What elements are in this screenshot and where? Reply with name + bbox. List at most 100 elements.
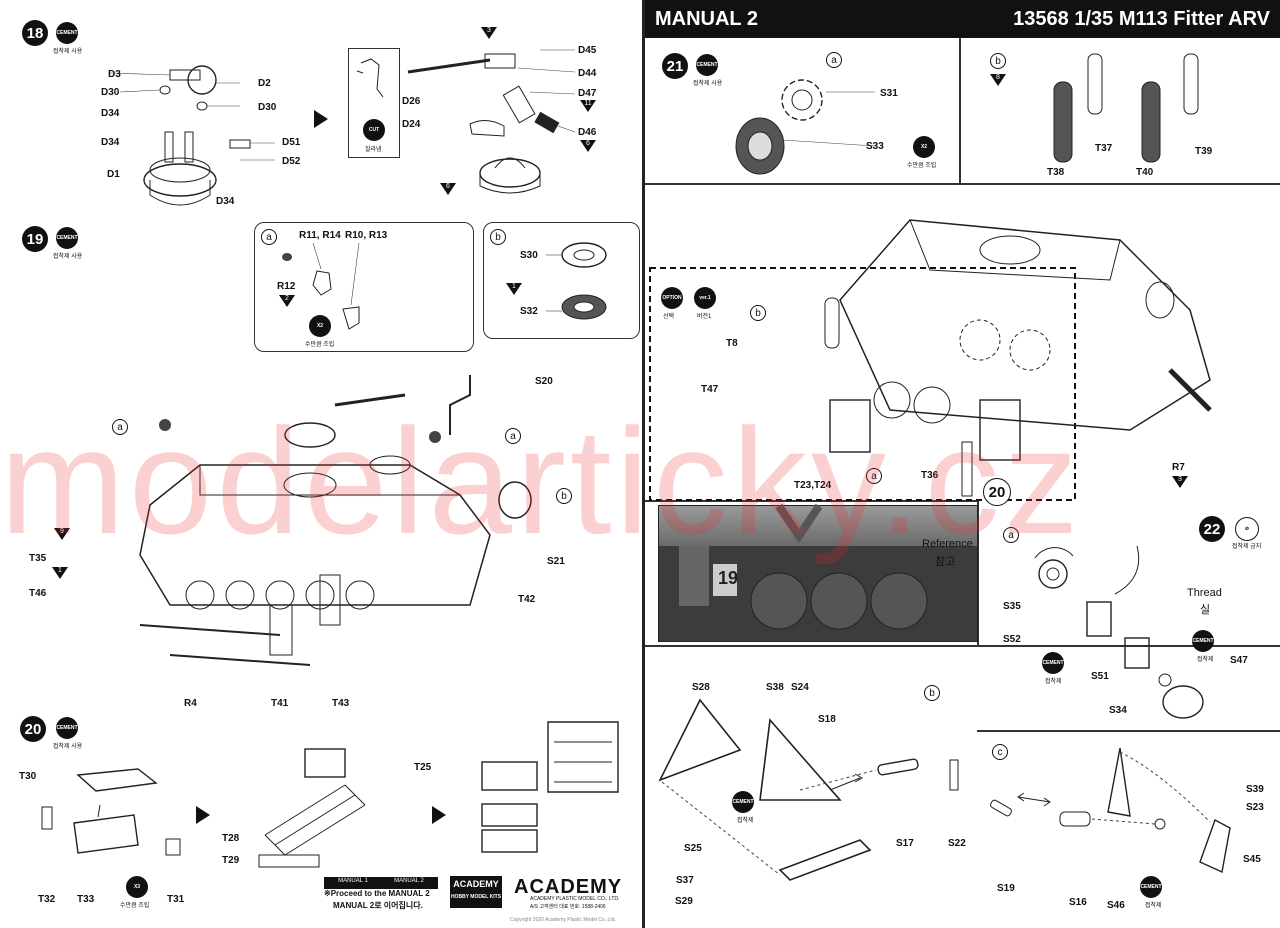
- winch-arm-drawing: [990, 747, 1231, 874]
- option-icon: OPTION: [661, 287, 683, 309]
- step20-finished-rack: [481, 721, 619, 853]
- page-divider: [642, 0, 645, 928]
- label-t35: T35: [29, 553, 47, 564]
- step19-subassembly-a: a R11, R14 R10, R13 R12 2 X2 수만큼 조립: [254, 222, 474, 352]
- cement-caption: 접착제 사용: [53, 49, 83, 55]
- version-icon: ver.1: [694, 287, 716, 309]
- option-caption: 선택: [663, 314, 675, 320]
- proceed-note: ※Proceed to the MANUAL 2: [324, 889, 430, 898]
- cement-caption: 접착제 사용: [53, 254, 83, 260]
- label-s25: S25: [684, 843, 702, 854]
- sub-b-marker: b: [490, 229, 506, 245]
- photo-vehicle-number: 19: [718, 568, 739, 588]
- academy-company: ACADEMY PLASTIC MODEL CO., LTD.: [530, 896, 620, 902]
- cement-caption: 접착제 사용: [693, 81, 723, 87]
- version-caption: 버전1: [697, 314, 712, 320]
- label-t39: T39: [1195, 146, 1213, 157]
- label-s22: S22: [948, 838, 966, 849]
- gas-cylinders-drawing: [1053, 53, 1199, 163]
- step18-gun-turret-diagram: [407, 49, 576, 194]
- part-tag-2: 2: [279, 295, 295, 307]
- cut-part-drawing: [356, 58, 384, 98]
- label-s32: S32: [520, 306, 538, 317]
- part-tag-1-b-num: 1: [58, 567, 62, 574]
- step19-subassembly-b: b S30 S32 1: [483, 222, 640, 339]
- label-r7: R7: [1172, 462, 1185, 473]
- label-d52: D52: [282, 156, 301, 167]
- callout-a: a: [866, 468, 882, 484]
- cement-icon: CEMENT: [56, 22, 78, 44]
- part-tag-8-num: 8: [996, 74, 1000, 81]
- part-tag-11-num: 11: [584, 100, 592, 107]
- academy-logo-badge: ACADEMY HOBBY MODEL KITS: [450, 876, 502, 908]
- thread-label: Thread: [1187, 587, 1222, 599]
- step20-rack-diagram: [258, 748, 366, 868]
- label-s31: S31: [880, 88, 898, 99]
- part-tag-1: 1: [506, 283, 522, 295]
- cement-icon: CEMENT: [1042, 652, 1064, 674]
- a-frame-boom-drawing: [658, 698, 959, 881]
- label-s30: S30: [520, 250, 538, 261]
- cut-caption: 잘라냄: [365, 147, 382, 153]
- x2-caption: 수만큼 조립: [305, 342, 335, 348]
- sub-a-marker: a: [826, 52, 842, 68]
- manual-1-tab[interactable]: MANUAL 1: [338, 878, 368, 884]
- label-s51: S51: [1091, 671, 1109, 682]
- callout-a-left: a: [112, 419, 128, 435]
- cement-caption: 접착제: [737, 818, 754, 824]
- cement-icon: CEMENT: [56, 227, 78, 249]
- part-tag-6-a-num: 6: [586, 140, 590, 147]
- label-r12: R12: [277, 281, 296, 292]
- label-d24: D24: [402, 119, 421, 130]
- label-d30-b: D30: [258, 102, 277, 113]
- sub-a-marker: a: [261, 229, 277, 245]
- cut-icon: CUT: [363, 119, 385, 141]
- part-tag-9: 9: [54, 528, 70, 540]
- callout-b: b: [750, 305, 766, 321]
- label-s29: S29: [675, 896, 693, 907]
- label-s33: S33: [866, 141, 884, 152]
- label-t23-t24: T23,T24: [794, 480, 832, 491]
- label-s39: S39: [1246, 784, 1264, 795]
- part-tag-9-num: 9: [60, 528, 64, 535]
- label-t28: T28: [222, 833, 240, 844]
- label-s20: S20: [535, 376, 553, 387]
- academy-contact: A/S 고객센터 대표 번호: 1588-2406: [530, 904, 606, 910]
- sub-c-marker: c: [992, 744, 1008, 760]
- part-tag-1-num: 1: [512, 283, 516, 290]
- cement-icon: CEMENT: [732, 791, 754, 813]
- label-s19: S19: [997, 883, 1015, 894]
- step18-turret-diagram: [109, 65, 275, 206]
- academy-logo: ACADEMY: [514, 876, 623, 898]
- label-d46: D46: [578, 127, 597, 138]
- manual-2-tab[interactable]: MANUAL 2: [394, 878, 424, 884]
- label-d26: D26: [402, 96, 421, 107]
- label-t42: T42: [518, 594, 536, 605]
- academy-badge-sub: HOBBY MODEL KITS: [450, 894, 502, 900]
- label-r11-r14: R11, R14: [299, 230, 341, 241]
- step20-box-diagram: [41, 768, 181, 856]
- no-cement-caption: 접착제 금지: [1232, 544, 1262, 550]
- main-vehicle-diagram: [649, 219, 1212, 501]
- label-d2: D2: [258, 78, 271, 89]
- label-t37: T37: [1095, 143, 1113, 154]
- label-d45: D45: [578, 45, 597, 56]
- step-number-19: 19: [22, 226, 48, 252]
- label-t40: T40: [1136, 167, 1154, 178]
- label-t36: T36: [921, 470, 939, 481]
- cement-icon: CEMENT: [1140, 876, 1162, 898]
- section-divider: [645, 645, 1280, 647]
- label-s38: S38: [766, 682, 784, 693]
- proceed-note-ko: MANUAL 2로 이어집니다.: [333, 901, 423, 910]
- label-s16: S16: [1069, 897, 1087, 908]
- label-s45: S45: [1243, 854, 1261, 865]
- cement-caption: 접착제: [1145, 903, 1162, 909]
- academy-badge-text: ACADEMY: [453, 879, 499, 889]
- label-t41: T41: [271, 698, 289, 709]
- cement-caption: 접착제 사용: [53, 744, 83, 750]
- part-tag-3-num: 3: [487, 27, 491, 34]
- callout-b: b: [556, 488, 572, 504]
- cement-icon: CEMENT: [696, 54, 718, 76]
- label-d51: D51: [282, 137, 301, 148]
- part-tag-2-num: 2: [285, 295, 289, 302]
